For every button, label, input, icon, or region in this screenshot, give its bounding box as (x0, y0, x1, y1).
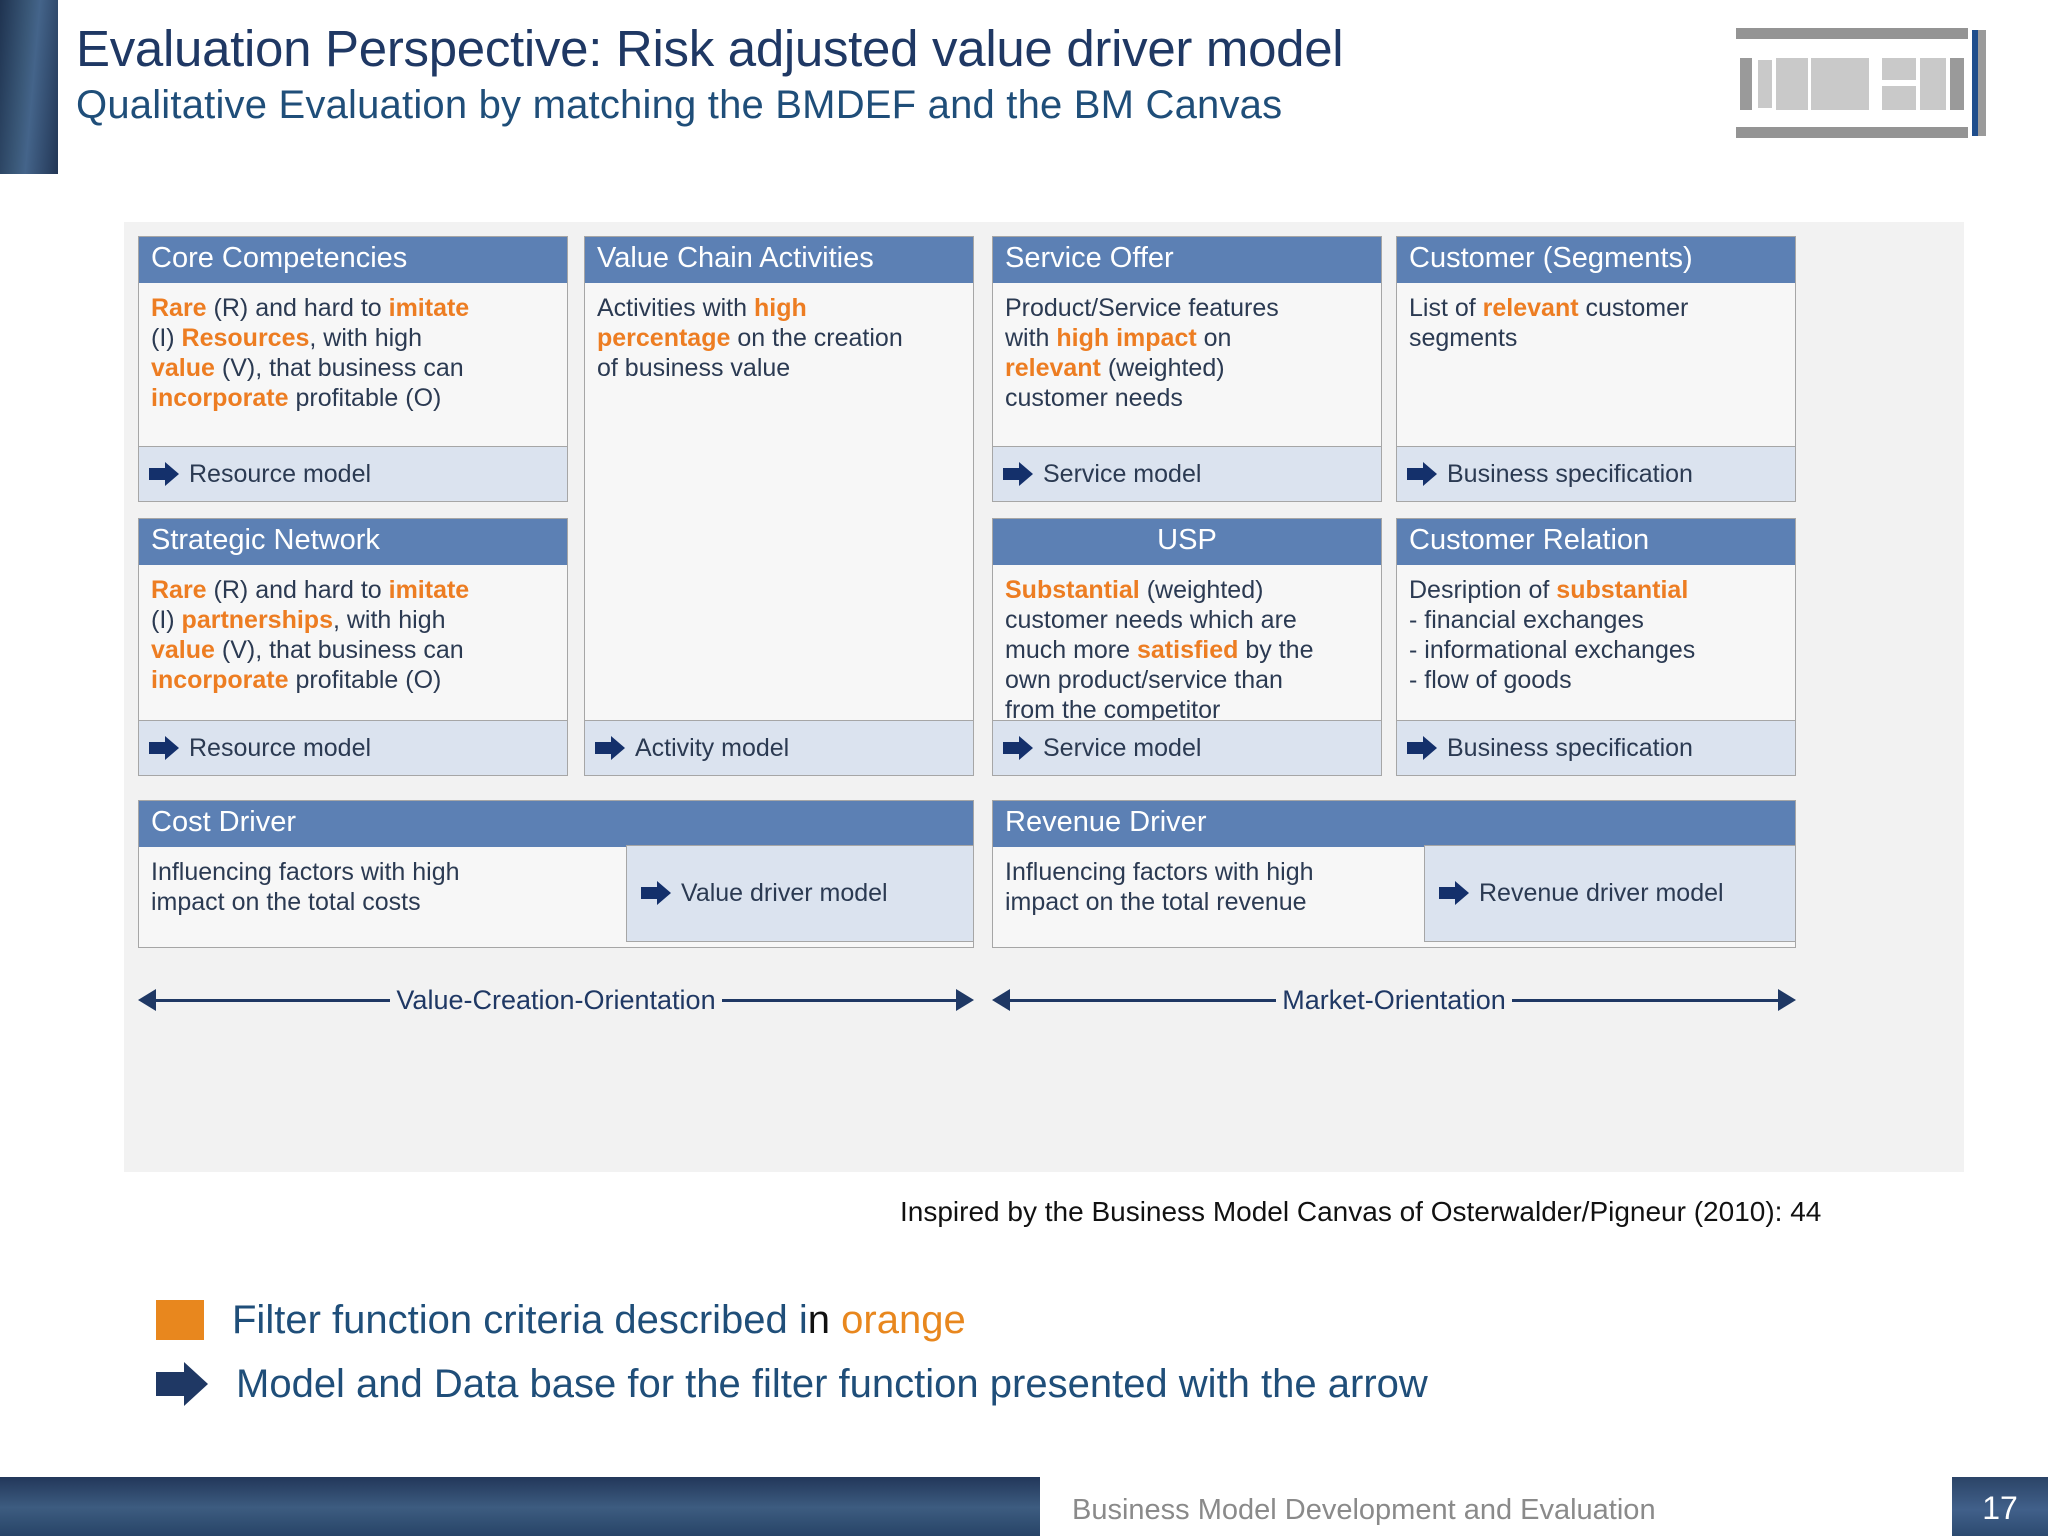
model-strip-label: Resource model (189, 733, 372, 762)
right-arrow-icon (149, 462, 179, 486)
legend-row-arrow: Model and Data base for the filter funct… (156, 1362, 1916, 1406)
box-revenue-driver[interactable]: Revenue Driver Influencing factors with … (992, 800, 1796, 948)
bm-canvas-panel: Core Competencies Rare (R) and hard to i… (124, 222, 1964, 1172)
arrow-line (1511, 998, 1778, 1002)
box-customer-relation[interactable]: Customer Relation Desription of substant… (1396, 518, 1796, 776)
institution-logo-icon (1736, 28, 1986, 138)
right-arrow-icon (595, 736, 625, 760)
right-arrow-icon (1003, 736, 1033, 760)
orientation-label: Market-Orientation (1282, 984, 1506, 1015)
orientation-value-creation: Value-Creation-Orientation (138, 978, 975, 1022)
orientation-market: Market-Orientation (992, 978, 1796, 1022)
box-title-strategic-network: Strategic Network (139, 519, 567, 565)
right-arrow-icon (156, 1362, 208, 1406)
legend-orange-word: orange (830, 1298, 966, 1342)
box-title-value-chain-activities: Value Chain Activities (585, 237, 973, 283)
box-usp[interactable]: USP Substantial (weighted)customer needs… (992, 518, 1382, 776)
model-strip-resource-model-2[interactable]: Resource model (138, 720, 568, 776)
legend-label-arrow: Model and Data base for the filter funct… (236, 1362, 1428, 1406)
box-core-competencies[interactable]: Core Competencies Rare (R) and hard to i… (138, 236, 568, 502)
box-body-core-competencies: Rare (R) and hard to imitate(I) Resource… (151, 293, 470, 412)
arrow-line (721, 998, 957, 1002)
page-number: 17 (1982, 1490, 2018, 1526)
model-strip-activity-model[interactable]: Activity model (584, 720, 974, 776)
box-title-customer-segments: Customer (Segments) (1397, 237, 1795, 283)
box-strategic-network[interactable]: Strategic Network Rare (R) and hard to i… (138, 518, 568, 776)
box-value-chain-activities[interactable]: Value Chain Activities Activities with h… (584, 236, 974, 776)
arrow-head-right-icon (1778, 989, 1796, 1011)
footer-label: Business Model Development and Evaluatio… (1072, 1494, 1656, 1526)
model-strip-resource-model-1[interactable]: Resource model (138, 446, 568, 502)
box-title-core-competencies: Core Competencies (139, 237, 567, 283)
page-number-block (1952, 1477, 2048, 1536)
right-arrow-icon (641, 881, 671, 906)
orange-swatch-icon (156, 1300, 204, 1340)
arrow-line (156, 998, 391, 1002)
model-chip-label: Value driver model (681, 878, 888, 907)
box-body-customer-relation: Desription of substantial- financial exc… (1409, 575, 1696, 694)
right-arrow-icon (1439, 881, 1469, 906)
box-title-customer-relation: Customer Relation (1397, 519, 1795, 565)
source-caption: Inspired by the Business Model Canvas of… (900, 1196, 1822, 1227)
legend: Filter function criteria described in or… (156, 1300, 1916, 1428)
right-arrow-icon (1407, 736, 1437, 760)
page-subtitle: Qualitative Evaluation by matching the B… (76, 82, 1283, 127)
model-strip-business-specification-2[interactable]: Business specification (1396, 720, 1796, 776)
model-strip-label: Business specification (1447, 459, 1693, 488)
right-arrow-icon (1003, 462, 1033, 486)
footer-right-area (1040, 1477, 2048, 1536)
model-strip-service-model-1[interactable]: Service model (992, 446, 1382, 502)
model-chip-revenue-driver-model[interactable]: Revenue driver model (1424, 844, 1796, 942)
model-strip-label: Service model (1043, 733, 1202, 762)
model-chip-value-driver-model[interactable]: Value driver model (626, 844, 974, 942)
legend-label-orange: Filter function criteria described in or… (232, 1300, 966, 1340)
right-arrow-icon (1407, 462, 1437, 486)
header-accent-bar (0, 0, 58, 174)
arrow-line (1010, 998, 1277, 1002)
orientation-label: Value-Creation-Orientation (396, 984, 716, 1015)
model-chip-label: Revenue driver model (1479, 878, 1724, 907)
model-strip-label: Business specification (1447, 733, 1693, 762)
legend-row-orange: Filter function criteria described in or… (156, 1300, 1916, 1340)
model-strip-business-specification-1[interactable]: Business specification (1396, 446, 1796, 502)
model-strip-label: Service model (1043, 459, 1202, 488)
arrow-head-right-icon (956, 989, 975, 1011)
box-title-usp: USP (993, 519, 1381, 565)
arrow-head-left-icon (138, 989, 156, 1011)
box-body-usp: Substantial (weighted)customer needs whi… (1005, 575, 1314, 724)
footer-band (0, 1477, 1040, 1536)
box-cost-driver[interactable]: Cost Driver Influencing factors with hig… (138, 800, 974, 948)
page-title: Evaluation Perspective: Risk adjusted va… (76, 20, 1344, 77)
box-title-cost-driver: Cost Driver (139, 801, 973, 847)
box-title-service-offer: Service Offer (993, 237, 1381, 283)
box-customer-segments[interactable]: Customer (Segments) List of relevant cus… (1396, 236, 1796, 502)
model-strip-label: Activity model (635, 733, 790, 762)
right-arrow-icon (149, 736, 179, 760)
box-title-revenue-driver: Revenue Driver (993, 801, 1795, 847)
arrow-head-left-icon (992, 989, 1010, 1011)
slide-header: Evaluation Perspective: Risk adjusted va… (0, 0, 2048, 174)
header-text-block: Evaluation Perspective: Risk adjusted va… (76, 22, 1716, 128)
legend-orange-blackbit: n (807, 1298, 831, 1342)
legend-orange-before: Filter function criteria described i (232, 1298, 808, 1342)
box-body-strategic-network: Rare (R) and hard to imitate(I) partners… (151, 575, 470, 694)
model-strip-service-model-2[interactable]: Service model (992, 720, 1382, 776)
model-strip-label: Resource model (189, 459, 372, 488)
